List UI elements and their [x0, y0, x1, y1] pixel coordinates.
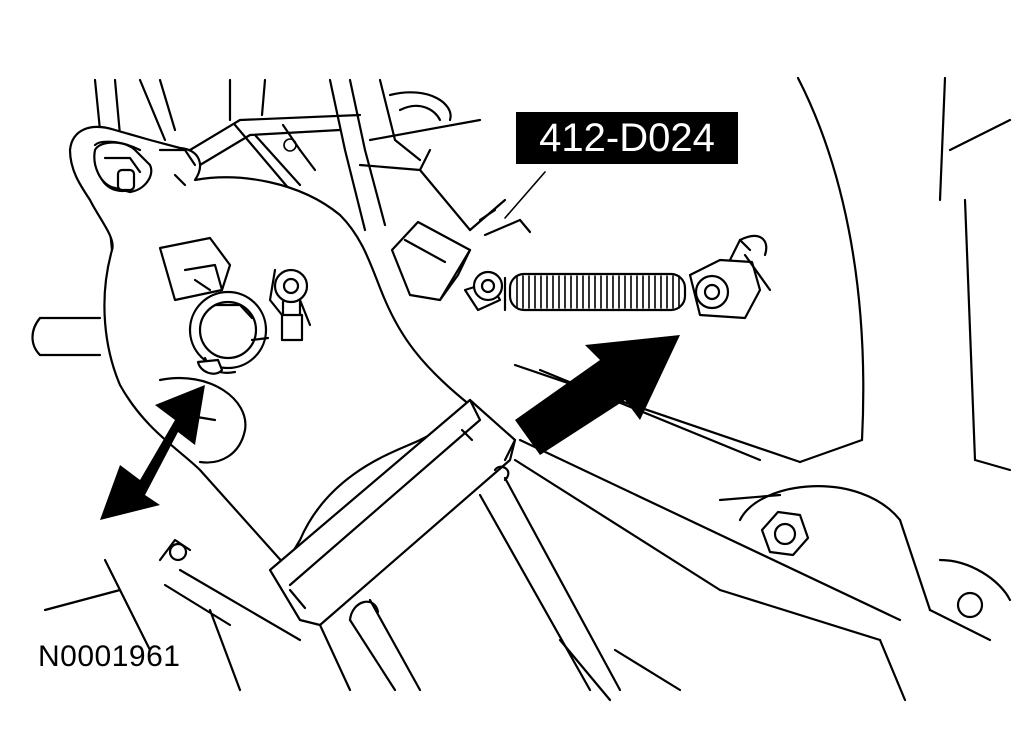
upper-bracket: [188, 78, 532, 237]
figure-id: N0001961: [38, 640, 181, 673]
tool-number-label: 412-D024: [516, 112, 738, 164]
lower-bracket: [158, 538, 302, 642]
label-leader-line: [504, 171, 546, 219]
bolt: [760, 510, 810, 557]
housing-lines: [31, 76, 1012, 702]
lever-body: [68, 125, 472, 567]
spring-assembly: [463, 234, 772, 320]
arrow-left: [100, 385, 205, 520]
arrow-right: [515, 335, 680, 455]
coil-spring: [508, 272, 687, 312]
rod: [318, 465, 622, 692]
hole: [956, 591, 984, 619]
tool-block: [390, 220, 472, 302]
clamp-tool: [268, 398, 517, 627]
